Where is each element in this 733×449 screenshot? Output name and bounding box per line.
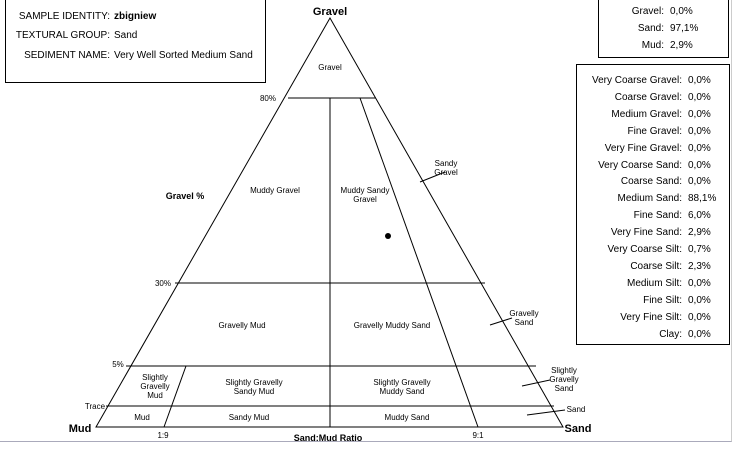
fraction-label: Coarse Gravel: xyxy=(614,91,682,103)
fraction-label: Very Fine Silt: xyxy=(620,311,682,323)
fraction-value: 0,0% xyxy=(688,108,711,120)
fraction-label: Clay: xyxy=(659,328,682,340)
fraction-value: 2,9% xyxy=(688,227,711,239)
apex-mud: Mud xyxy=(69,423,92,435)
fraction-value: 0,0% xyxy=(688,294,711,306)
fraction-value: 0,0% xyxy=(688,277,711,289)
fraction-value: 0,0% xyxy=(688,75,711,86)
fraction-value: 0,0% xyxy=(688,91,711,103)
fraction-value: 0,0% xyxy=(688,142,711,154)
fraction-label: Coarse Sand: xyxy=(620,176,682,188)
region-sand: Sand xyxy=(567,405,586,414)
leader-sandy-gravel xyxy=(419,171,446,183)
sample-point xyxy=(385,233,391,239)
fraction-value: 0,0% xyxy=(688,328,711,340)
fraction-label: Mud: xyxy=(641,40,664,51)
fractions-box: Very Coarse Gravel: 0,0% Coarse Gravel: 0,0… xyxy=(576,64,730,345)
fraction-label: Very Coarse Gravel: xyxy=(591,75,682,86)
sample-info-box: SAMPLE IDENTITY: zbigniew TEXTURAL GROUP… xyxy=(5,0,266,83)
fraction-label: Medium Sand: xyxy=(617,193,682,205)
sample-identity: zbigniew xyxy=(114,11,157,22)
textural-group: Sand xyxy=(114,30,138,41)
fraction-value: 0,0% xyxy=(688,159,711,171)
fraction-value: 97,1% xyxy=(670,23,699,34)
fraction-label: Fine Silt: xyxy=(643,294,682,306)
axis-gravel-pct: Gravel % xyxy=(166,191,205,201)
fraction-value: 88,1% xyxy=(688,193,717,205)
apex-gravel: Gravel xyxy=(313,6,347,18)
tick-1-9: 1:9 xyxy=(157,431,169,440)
region-muddy-sand: Muddy Sand xyxy=(385,413,430,422)
region-mud: Mud xyxy=(134,413,150,422)
summary-box: Gravel: 0,0% Sand: 97,1% Mud: 2,9% xyxy=(598,0,729,58)
fraction-label: Coarse Silt: xyxy=(630,260,682,272)
fraction-label: Medium Gravel: xyxy=(611,108,682,120)
fraction-value: 0,0% xyxy=(688,311,711,323)
fraction-value: 2,9% xyxy=(670,40,693,51)
fraction-label: Fine Gravel: xyxy=(627,125,682,137)
fraction-value: 0,0% xyxy=(688,125,711,137)
fraction-label: Very Coarse Sand: xyxy=(598,159,682,171)
sample-identity-label: SAMPLE IDENTITY: xyxy=(18,11,110,22)
region-muddy-gravel: Muddy Gravel xyxy=(250,186,300,195)
fraction-label: Very Fine Sand: xyxy=(610,227,682,239)
leader-sand xyxy=(526,409,566,416)
fraction-value: 0,7% xyxy=(688,244,711,255)
fraction-label: Medium Silt: xyxy=(626,277,682,289)
fraction-label: Gravel: xyxy=(631,6,664,17)
tick-5: 5% xyxy=(112,360,124,369)
fraction-label: Fine Sand: xyxy=(633,210,682,222)
sediment-name-label: SEDIMENT NAME: xyxy=(24,50,110,61)
region-gravelly-mud: Gravelly Mud xyxy=(218,321,265,330)
leader-sg-sand xyxy=(521,379,551,387)
line-1-9 xyxy=(163,365,187,428)
apex-sand: Sand xyxy=(565,423,592,435)
tick-80: 80% xyxy=(260,94,276,103)
fraction-label: Sand: xyxy=(637,23,664,34)
sediment-name: Very Well Sorted Medium Sand xyxy=(114,50,253,61)
region-sandy-mud: Sandy Mud xyxy=(229,413,269,422)
fraction-value: 6,0% xyxy=(688,210,711,222)
fraction-value: 0,0% xyxy=(688,176,711,188)
region-gravelly-muddy-sand: Gravelly Muddy Sand xyxy=(354,321,430,330)
tick-9-1: 9:1 xyxy=(472,431,484,440)
leader-gravelly-sand xyxy=(489,317,513,326)
fraction-label: Very Coarse Silt: xyxy=(607,244,682,255)
fraction-value: 2,3% xyxy=(688,260,711,272)
tick-30: 30% xyxy=(155,279,171,288)
fraction-value: 0,0% xyxy=(670,6,693,17)
tick-trace: Trace xyxy=(85,402,106,411)
fraction-label: Very Fine Gravel: xyxy=(604,142,682,154)
axis-sand-mud-ratio: Sand:Mud Ratio xyxy=(294,433,363,443)
line-9-1 xyxy=(359,97,479,428)
textural-group-label: TEXTURAL GROUP: xyxy=(15,30,110,41)
region-gravel: Gravel xyxy=(318,63,342,72)
